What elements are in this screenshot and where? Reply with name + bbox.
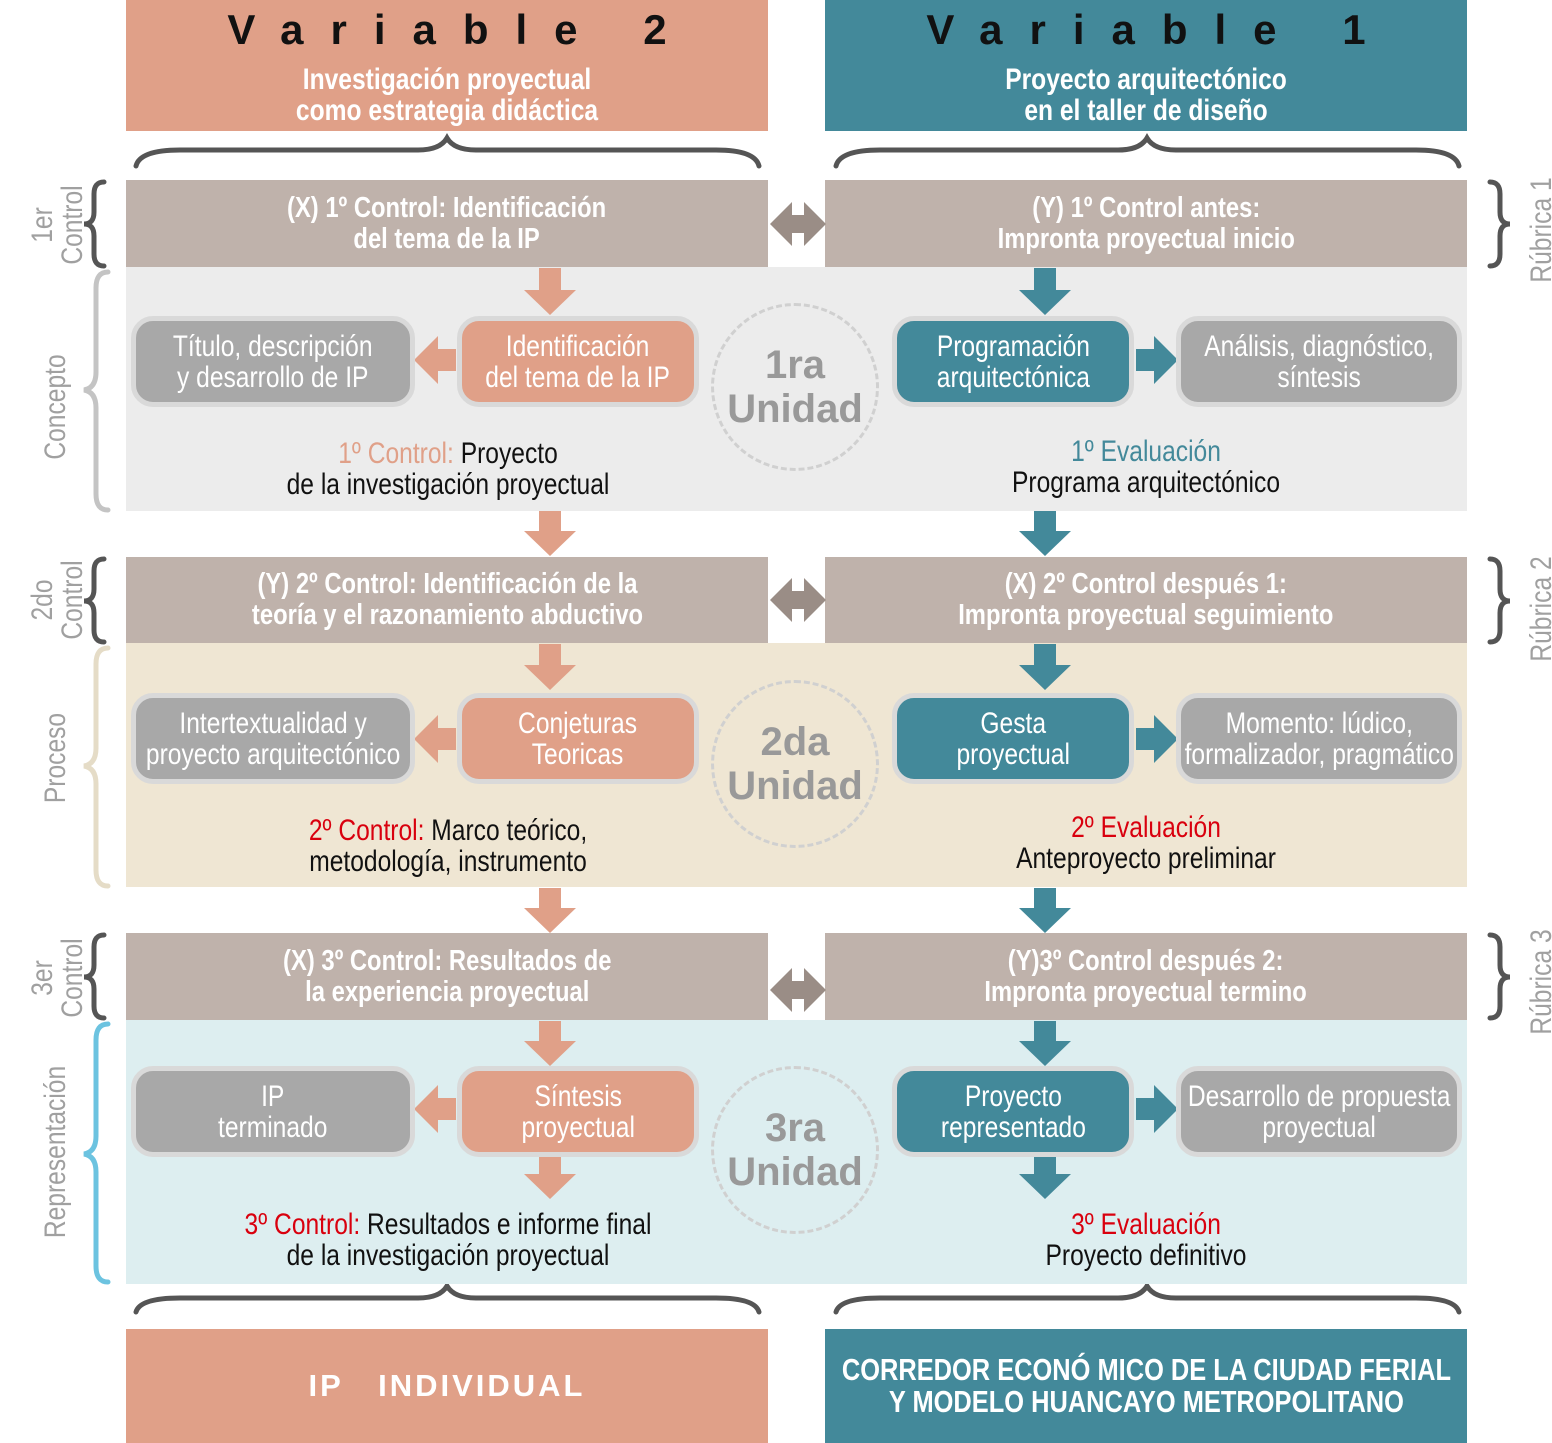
double-arrow-icon [770,202,826,1012]
right-caption-1: 1º Evaluación Programa arquitectónico [1011,435,1281,499]
rubric-2-label: Rúbrica 2 [1525,556,1552,662]
rubric-3-label: Rúbrica 3 [1525,929,1552,1035]
left-caption-2: 2º Control: Marco teórico, metodología, … [308,814,588,878]
right-control-3: (Y)3º Control después 2:Impronta proyect… [825,933,1467,1020]
variable-2-header: Variable 2 Investigación proyectual como… [126,0,768,131]
rubric-1-label: Rúbrica 1 [1525,177,1552,283]
variable-2-subtitle: Investigación proyectual como estrategia… [295,63,599,127]
right-control-1: (Y) 1º Control antes:Impronta proyectual… [825,180,1467,267]
right-output-node-2: Momento: lúdico,formalizador, pragmático [1176,693,1462,784]
right-caption-2: 2º Evaluación Anteproyecto preliminar [1016,811,1276,875]
control-2-label: 2do Control [26,560,89,640]
down-arrow-icon [524,268,576,1199]
variable-1-title: Variable 1 [926,6,1393,53]
phase-process-label: Proceso [39,712,72,804]
footer-right: CORREDOR ECONÓ MICO DE LA CIUDAD FERIAL … [825,1329,1467,1443]
phase-representation-label: Representación [39,1065,72,1239]
left-caption-3: 3º Control: Resultados e informe final d… [244,1208,652,1272]
control-3-label: 3er Control [26,938,89,1018]
down-arrow-icon [1019,268,1071,1199]
variable-1-header: Variable 1 Proyecto arquitectónico en el… [825,0,1467,131]
control-1-label: 1er Control [26,185,89,265]
variable-2-title: Variable 2 [227,6,694,53]
phase-concept-label: Concepto [39,354,72,460]
right-arrow-icon [1136,336,1178,1133]
left-arrow-icon [414,336,456,1133]
right-output-node-1: Análisis, diagnóstico,síntesis [1176,316,1462,407]
right-control-2: (X) 2º Control después 1:Impronta proyec… [825,557,1467,643]
left-caption-1: 1º Control: Proyecto de la investigación… [286,437,610,501]
right-caption-3: 3º Evaluación Proyecto definitivo [1045,1208,1247,1272]
variable-1-subtitle: Proyecto arquitectónico en el taller de … [1005,63,1287,127]
footer-left: IP INDIVIDUAL [126,1329,768,1443]
